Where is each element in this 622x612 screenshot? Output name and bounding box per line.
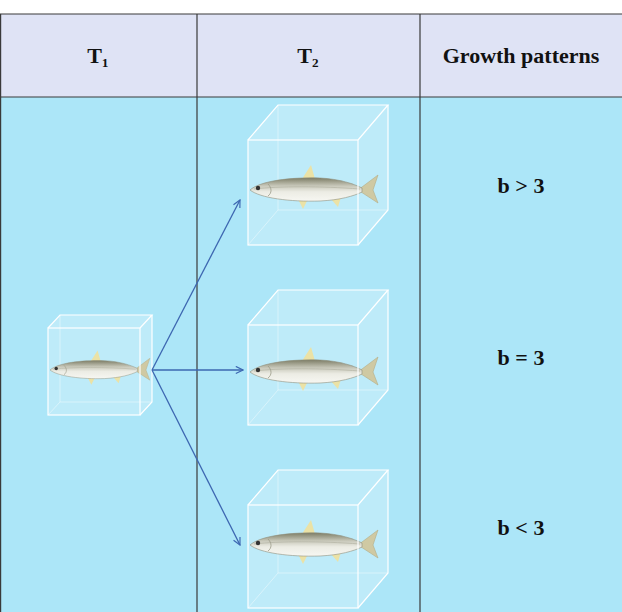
column-header: Growth patterns <box>443 43 600 69</box>
table-cell: b = 3 <box>498 345 545 371</box>
table-cell: b > 3 <box>498 173 545 199</box>
table-cell: b < 3 <box>498 515 545 541</box>
cube <box>248 290 388 425</box>
column-header: T₂ <box>297 43 318 69</box>
cube <box>248 470 388 608</box>
cube <box>248 105 388 245</box>
column-header: T₁ <box>87 43 108 69</box>
cube <box>48 315 152 415</box>
growth-arrow <box>152 200 243 545</box>
